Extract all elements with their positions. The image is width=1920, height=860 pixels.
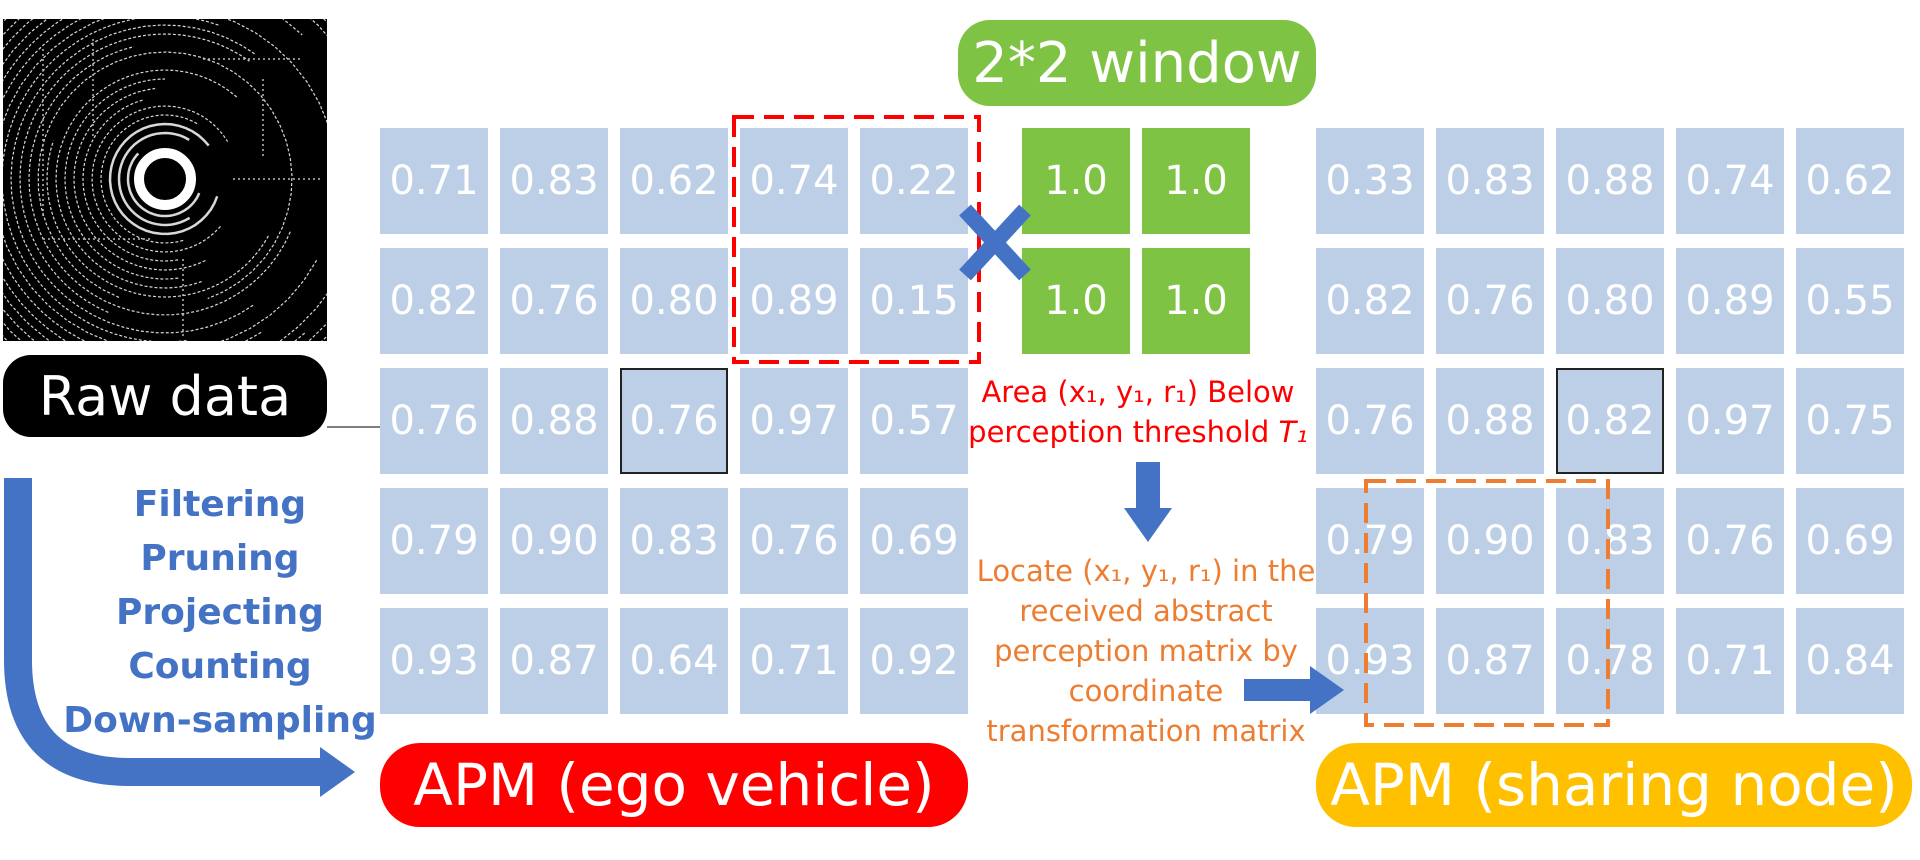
sharing-cell-r1c1: 0.33 — [1316, 128, 1424, 234]
sharing-cell-r3c3: 0.82 — [1556, 368, 1664, 474]
ego-cell-r4c3: 0.83 — [620, 488, 728, 594]
ego-cell-r4c4: 0.76 — [740, 488, 848, 594]
threshold-note: Area (x₁, y₁, r₁) Below perception thres… — [968, 375, 1308, 449]
ego-cell-r1c3: 0.62 — [620, 128, 728, 234]
ego-cell-r3c3: 0.76 — [620, 368, 728, 474]
sharing-cell-r1c4: 0.74 — [1676, 128, 1784, 234]
ego-cell-r5c1: 0.93 — [380, 608, 488, 714]
ego-cell-r2c2: 0.76 — [500, 248, 608, 354]
ego-cell-r2c1: 0.82 — [380, 248, 488, 354]
ego-cell-r2c4: 0.89 — [740, 248, 848, 354]
sharing-cell-r5c3: 0.78 — [1556, 608, 1664, 714]
ego-cell-r5c4: 0.71 — [740, 608, 848, 714]
sharing-cell-r1c3: 0.88 — [1556, 128, 1664, 234]
processing-steps: Filtering Pruning Projecting Counting Do… — [60, 478, 380, 748]
sharing-cell-r5c5: 0.84 — [1796, 608, 1904, 714]
window-cell-r1c1: 1.0 — [1022, 128, 1130, 234]
sharing-cell-r2c1: 0.82 — [1316, 248, 1424, 354]
locate-note: Locate (x₁, y₁, r₁) in the received abst… — [976, 554, 1316, 748]
sharing-matrix-label: APM (sharing node) — [1316, 743, 1912, 827]
ego-cell-r3c1: 0.76 — [380, 368, 488, 474]
sharing-cell-r2c2: 0.76 — [1436, 248, 1544, 354]
sharing-cell-r4c4: 0.76 — [1676, 488, 1784, 594]
sharing-cell-r3c5: 0.75 — [1796, 368, 1904, 474]
sharing-cell-r2c3: 0.80 — [1556, 248, 1664, 354]
ego-cell-r4c5: 0.69 — [860, 488, 968, 594]
sharing-cell-r5c4: 0.71 — [1676, 608, 1784, 714]
sharing-cell-r4c2: 0.90 — [1436, 488, 1544, 594]
raw-data-label: Raw data — [3, 355, 327, 437]
window-cell-r2c2: 1.0 — [1142, 248, 1250, 354]
step-filtering: Filtering — [133, 484, 307, 525]
multiply-icon — [959, 204, 1031, 281]
sharing-cell-r5c1: 0.93 — [1316, 608, 1424, 714]
lidar-point-cloud-icon — [0, 0, 379, 415]
window-cell-r2c1: 1.0 — [1022, 248, 1130, 354]
sharing-cell-r5c2: 0.87 — [1436, 608, 1544, 714]
ego-cell-r1c4: 0.74 — [740, 128, 848, 234]
ego-cell-r3c4: 0.97 — [740, 368, 848, 474]
ego-matrix-label: APM (ego vehicle) — [380, 743, 968, 827]
ego-cell-r1c1: 0.71 — [380, 128, 488, 234]
sharing-cell-r3c4: 0.97 — [1676, 368, 1784, 474]
sharing-cell-r3c1: 0.76 — [1316, 368, 1424, 474]
ego-cell-r5c3: 0.64 — [620, 608, 728, 714]
step-down-sampling: Down-sampling — [63, 700, 377, 741]
ego-cell-r3c2: 0.88 — [500, 368, 608, 474]
ego-cell-r4c1: 0.79 — [380, 488, 488, 594]
sharing-cell-r4c5: 0.69 — [1796, 488, 1904, 594]
window-cell-r1c2: 1.0 — [1142, 128, 1250, 234]
sharing-cell-r2c4: 0.89 — [1676, 248, 1784, 354]
raw-lidar-image — [0, 0, 379, 415]
ego-cell-r5c2: 0.87 — [500, 608, 608, 714]
sharing-cell-r1c2: 0.83 — [1436, 128, 1544, 234]
ego-cell-r2c3: 0.80 — [620, 248, 728, 354]
step-pruning: Pruning — [140, 538, 300, 579]
processing-flow-arrowhead — [320, 747, 355, 797]
sharing-cell-r1c5: 0.62 — [1796, 128, 1904, 234]
ego-cell-r3c5: 0.57 — [860, 368, 968, 474]
sharing-cell-r3c2: 0.88 — [1436, 368, 1544, 474]
step-counting: Counting — [128, 646, 312, 687]
down-arrow-head — [1124, 508, 1172, 542]
ego-cell-r5c5: 0.92 — [860, 608, 968, 714]
sharing-cell-r4c3: 0.83 — [1556, 488, 1664, 594]
ego-cell-r4c2: 0.90 — [500, 488, 608, 594]
down-arrow-shaft — [1136, 462, 1160, 508]
step-projecting: Projecting — [116, 592, 324, 633]
ego-cell-r2c5: 0.15 — [860, 248, 968, 354]
ego-cell-r1c5: 0.22 — [860, 128, 968, 234]
sharing-cell-r2c5: 0.55 — [1796, 248, 1904, 354]
window-title: 2*2 window — [958, 20, 1316, 106]
sharing-cell-r4c1: 0.79 — [1316, 488, 1424, 594]
ego-cell-r1c2: 0.83 — [500, 128, 608, 234]
